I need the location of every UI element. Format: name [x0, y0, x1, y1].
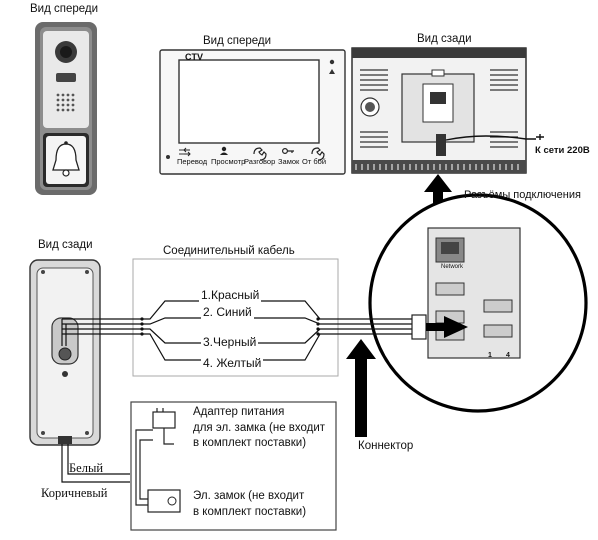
monitor-button-icons: [183, 146, 325, 161]
lock-description: Эл. замок (не входит в комплект поставки…: [193, 490, 307, 518]
wire-label-yellow: 4. Желтый: [201, 356, 264, 371]
power-adapter-icon: [152, 408, 176, 445]
brand-logo-small-icon: [56, 73, 76, 82]
arrow-right-into-port: [426, 316, 468, 338]
cable-box: [132, 258, 339, 377]
person-icon: [220, 146, 228, 155]
connector-label: Коннектор: [358, 440, 414, 452]
outdoor-panel-rear: [29, 259, 101, 446]
lock-wiring: [61, 444, 130, 483]
arrow-up-to-connector: [346, 339, 376, 437]
outdoor-rear-title: Вид сзади: [38, 239, 93, 251]
wire-label-red: 1.Красный: [199, 288, 262, 303]
adapter-description: Адаптер питания для эл. замка (не входит…: [193, 406, 326, 450]
connector-zoom: [368, 193, 588, 413]
network-label: Network: [441, 264, 464, 270]
cable-title: Соединительный кабель: [163, 245, 295, 257]
brand-logo: CTV: [185, 52, 203, 62]
bell-icon: [52, 141, 80, 177]
transfer-icon: [183, 147, 191, 157]
status-icon: [329, 69, 335, 74]
monitor-button-label: Разговор: [244, 157, 276, 166]
wire-label-black: 3.Черный: [201, 335, 259, 350]
mains-label: К сети 220В: [535, 145, 590, 156]
outdoor-panel-front: [35, 22, 97, 195]
cable-connector: [411, 314, 427, 340]
white-wire-label: Белый: [69, 461, 104, 475]
cable-joints: [140, 317, 320, 336]
key-icon: [282, 148, 294, 155]
power-led-icon: [329, 59, 335, 65]
phone-icon: [253, 147, 267, 161]
monitor-button-label: Просмотр: [211, 157, 246, 166]
monitor-front: [159, 49, 346, 175]
electric-lock-icon: [135, 429, 181, 513]
plug-icon: [536, 134, 544, 140]
monitor-rear: [351, 47, 544, 174]
brown-wire-label: Коричневый: [41, 486, 108, 500]
pin-1-label: 1: [488, 352, 492, 359]
monitor-button-label: Замок: [278, 157, 300, 166]
pin-4-label: 4: [506, 352, 510, 359]
monitor-front-title: Вид спереди: [203, 35, 272, 47]
wire-label-blue: 2. Синий: [201, 305, 254, 320]
monitor-button-label: От бой: [302, 157, 327, 166]
outdoor-front-title: Вид спереди: [30, 3, 99, 15]
hangup-icon: [311, 147, 325, 161]
monitor-button-label: Перевод: [177, 157, 208, 166]
monitor-rear-title: Вид сзади: [417, 33, 472, 45]
connectors-title: Разъёмы подключения: [464, 189, 581, 201]
